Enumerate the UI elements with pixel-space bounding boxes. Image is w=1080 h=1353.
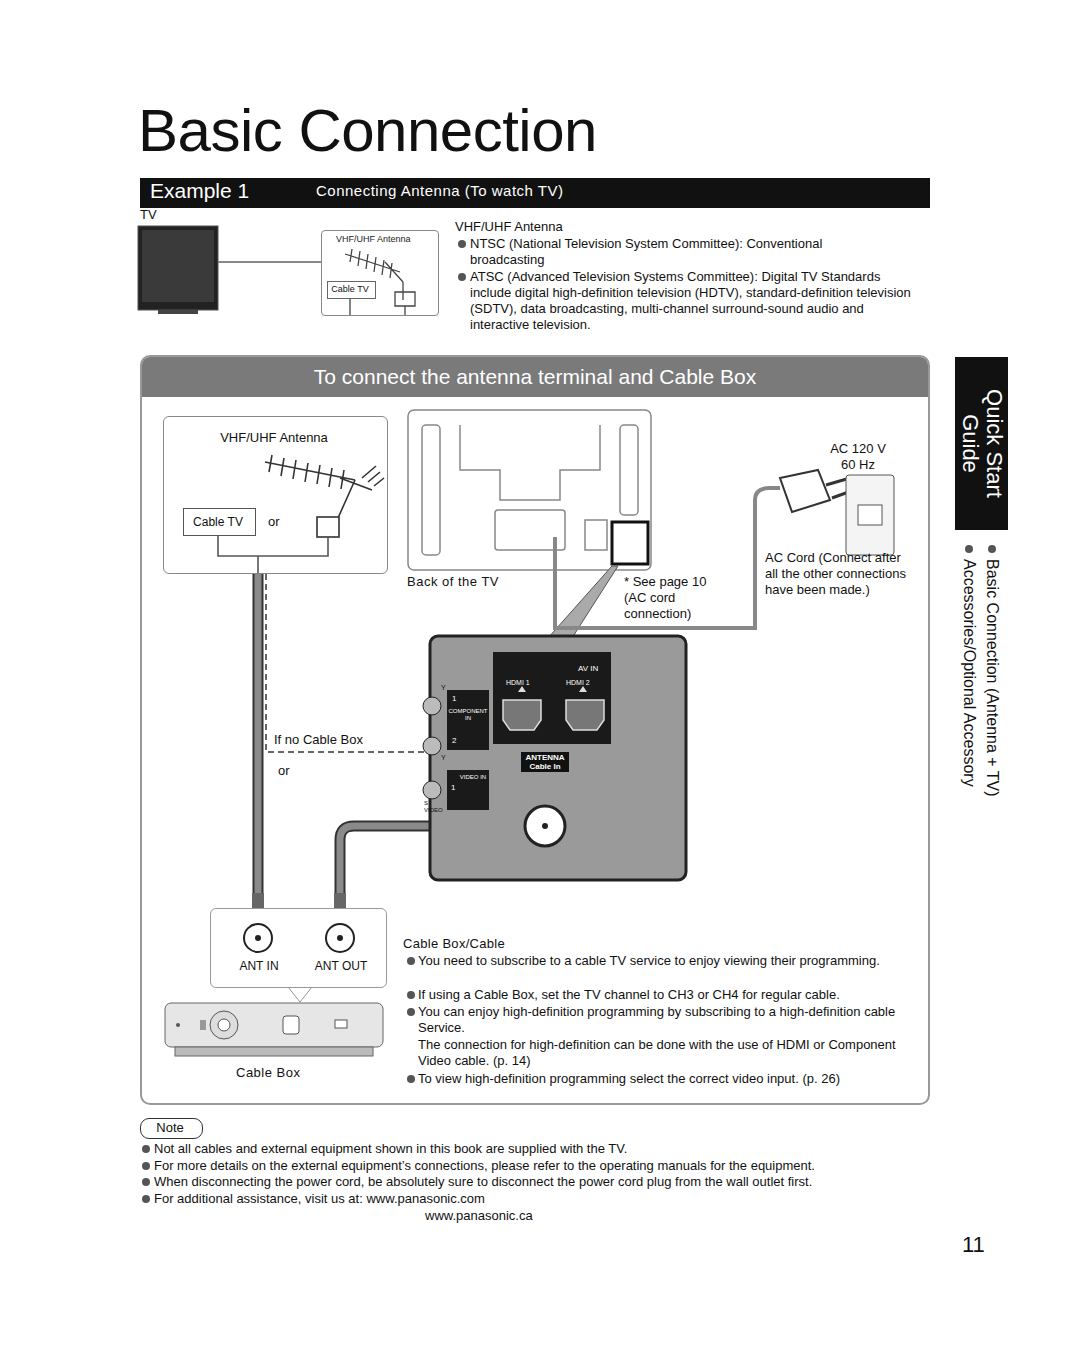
antenna-terminal: ANTENNA Cable In	[513, 752, 577, 848]
text-label: To view high-definition programming sele…	[418, 1071, 928, 1087]
node-text: To connect the antenna terminal and Cabl…	[142, 357, 928, 397]
cable-tv-box: Cable TV	[327, 281, 376, 299]
text-label: NTSC (National Television System Committ…	[470, 236, 900, 268]
text-label: The connection for high-definition can b…	[418, 1037, 918, 1069]
bullet-dot	[407, 957, 415, 965]
text-label: Y	[441, 684, 446, 693]
text-label: 1	[452, 694, 456, 704]
text-label: AV IN	[578, 664, 598, 674]
node-text: Cable TV	[184, 515, 252, 530]
node-text: ANT OUT	[299, 959, 383, 974]
bullet-dot	[407, 1075, 415, 1083]
bullet-dot	[142, 1195, 150, 1203]
side-tab: Quick Start Guide	[955, 357, 1008, 530]
text-label: S VIDEO	[424, 800, 446, 815]
ac-cord	[555, 470, 894, 628]
text-label: Cable Box/Cable	[403, 936, 505, 952]
antenna-box: VHF/UHF AntennaCable TV	[321, 230, 439, 316]
text-label: or	[278, 763, 290, 779]
cable-connector	[258, 574, 259, 908]
bullet-dot	[142, 1178, 150, 1186]
node-text: Connecting Antenna (To watch TV)	[316, 182, 564, 200]
bullet-dot	[458, 240, 466, 248]
cable-box	[165, 1003, 383, 1056]
page-title: Basic Connection	[138, 98, 597, 164]
terminal-panel	[423, 636, 686, 880]
text-label: For more details on the external equipme…	[154, 1158, 944, 1174]
bullet-dot	[407, 991, 415, 999]
node-text: VHF/UHF Antenna	[336, 234, 411, 245]
text-label: www.panasonic.ca	[425, 1208, 533, 1224]
antenna-box: VHF/UHF AntennaCable TV	[163, 416, 388, 574]
bullet-dot	[142, 1145, 150, 1153]
bullet-dot	[407, 1008, 415, 1016]
text-label: AC 120 V 60 Hz	[822, 441, 894, 473]
bullet-dot	[988, 545, 996, 553]
node-text: Note	[141, 1120, 199, 1135]
text-label: You can enjoy high-definition programmin…	[418, 1004, 918, 1036]
node-text: VHF/UHF Antenna	[164, 430, 384, 446]
text-label: ATSC (Advanced Television Systems Commit…	[470, 269, 920, 332]
side-text: Accessories/Optional Accessory	[959, 559, 979, 787]
node-text: ANTENNA Cable In	[521, 752, 569, 772]
node-text: Quick Start Guide	[955, 357, 1008, 530]
cable-tv-box: Cable TV	[183, 508, 256, 536]
text-label: 11	[962, 1232, 985, 1259]
text-label: If using a Cable Box, set the TV channel…	[418, 987, 918, 1003]
text-label: HDMI 2	[566, 679, 590, 688]
text-label: Back of the TV	[407, 574, 499, 590]
side-line: Basic Connection (Antenna + TV)	[981, 543, 1003, 873]
text-label: Not all cables and external equipment sh…	[154, 1141, 944, 1157]
text-label: COMPONENT IN	[448, 708, 488, 723]
text-label: TV	[140, 207, 157, 223]
side-text: Basic Connection (Antenna + TV)	[982, 559, 1002, 797]
text-label: When disconnecting the power cord, be ab…	[154, 1174, 944, 1190]
text-label: AC Cord (Connect after all the other con…	[765, 550, 915, 598]
text-label: Y	[441, 754, 446, 763]
note-pill: Note	[140, 1118, 203, 1139]
cable-box-ports	[244, 893, 354, 1002]
bullet-dot	[142, 1162, 150, 1170]
text-label: VHF/UHF Antenna	[455, 219, 563, 235]
example-band: Example 1 Connecting Antenna (To watch TV…	[140, 178, 930, 208]
text-label: or	[268, 514, 280, 530]
side-line: Accessories/Optional Accessory	[958, 543, 980, 873]
text-label: Cable Box	[236, 1065, 300, 1081]
text-label: For additional assistance, visit us at: …	[154, 1191, 944, 1207]
text-label: * See page 10 (AC cord connection)	[624, 574, 719, 622]
text-label: 2	[452, 736, 456, 746]
node-text: Example 1	[150, 178, 249, 204]
tv-front	[138, 226, 321, 314]
text-label: HDMI 1	[506, 679, 530, 688]
bullet-dot	[458, 273, 466, 281]
tv-back	[408, 410, 651, 638]
side-caption: Basic Connection (Antenna + TV)Accessori…	[955, 543, 1003, 873]
text-label: VIDEO IN	[458, 774, 488, 781]
edge-label: If no Cable Box	[272, 732, 365, 748]
text-label: You need to subscribe to a cable TV serv…	[418, 953, 918, 969]
node-text: Cable TV	[328, 284, 372, 295]
cable-box-panel: ANT INANT OUT	[210, 908, 387, 988]
text-label: 1	[451, 783, 455, 793]
bullet-dot	[965, 545, 973, 553]
node-text: ANT IN	[219, 959, 299, 974]
